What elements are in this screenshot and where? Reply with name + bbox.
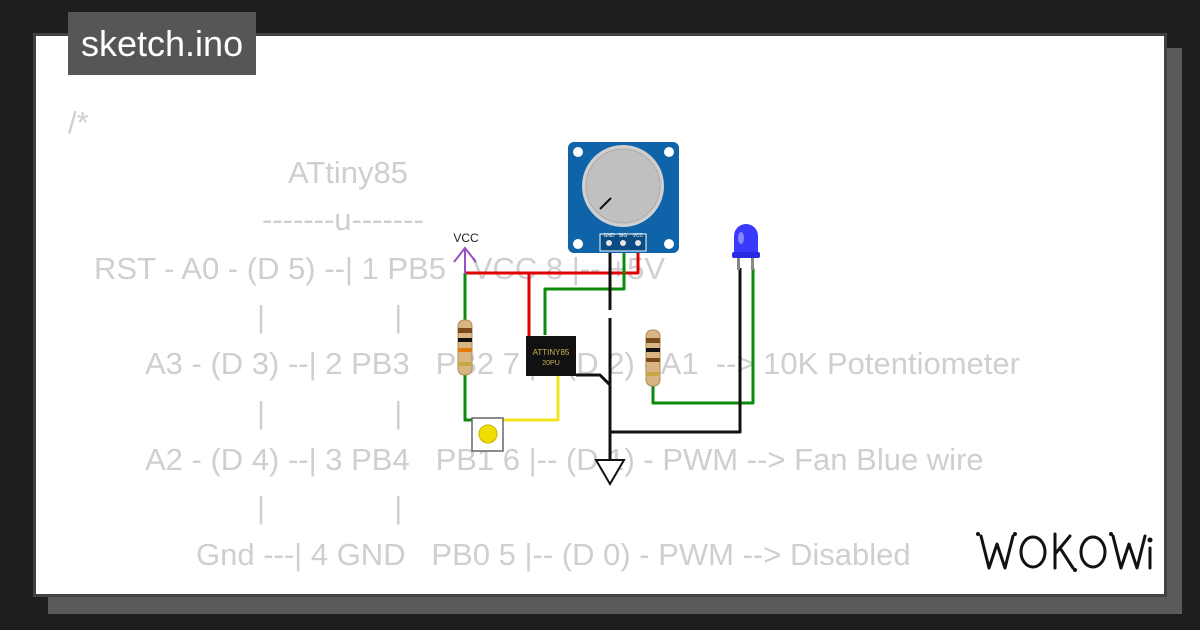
code-line: | | [257,299,403,334]
blue-led[interactable] [732,224,760,270]
code-line: A3 - (D 3) --| 2 PB3 PB2 7 |-- (D 2) - A… [145,346,1020,381]
wire-yellow [502,375,560,422]
code-line: | | [257,490,403,525]
push-button[interactable] [471,417,504,452]
pot-pin-label: VCC [633,233,644,239]
chip-sublabel: 20PU [542,360,560,367]
wire-green-led [651,268,755,405]
potentiometer[interactable]: GND SIG VCC [568,142,679,253]
wokwi-logo [976,532,1153,572]
attiny85-chip: ATTINY85 20PU [526,336,576,376]
preview-card [33,33,1167,597]
wire-black-led [610,268,742,434]
code-line: -------u------- [262,202,424,237]
wire-black-chip [576,373,612,387]
vcc-label: VCC [453,231,479,245]
resistor-right [645,329,661,387]
resistor-left [457,319,473,376]
wire-green-sig [543,242,626,335]
code-line: RST - A0 - (D 5) --| 1 PB5 VCC 8 |-- +5V [94,251,666,286]
file-tab[interactable]: sketch.ino [68,12,257,75]
vcc-symbol: VCC [453,231,479,274]
code-line: ATtiny85 [288,155,409,190]
pot-pin-label: GND [603,233,615,239]
wire-green-button-lower [463,375,472,422]
code-line: /* [68,105,89,140]
pot-knob-pointer [599,197,612,210]
wire-red [465,271,531,340]
ground-symbol [594,459,626,486]
code-line: Gnd ---| 4 GND PB0 5 |-- (D 0) - PWM -->… [196,537,911,572]
chip-label: ATTINY85 [533,348,570,357]
pot-pin-label: SIG [619,233,628,239]
code-line: | | [257,395,403,430]
